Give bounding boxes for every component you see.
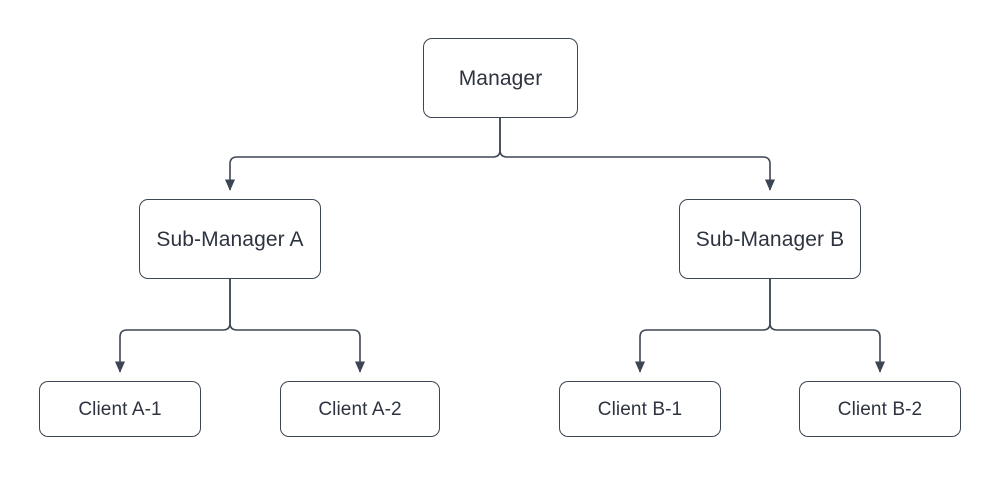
node-sub-manager-a-label: Sub-Manager A bbox=[156, 227, 304, 251]
node-client-a1[interactable]: Client A-1 bbox=[39, 381, 201, 437]
edge-sub-a-to-client-a2 bbox=[229, 279, 366, 373]
node-client-b1-label: Client B-1 bbox=[597, 398, 683, 420]
node-sub-manager-a[interactable]: Sub-Manager A bbox=[139, 199, 321, 279]
edge-manager-to-sub-b bbox=[499, 118, 776, 191]
node-sub-manager-b[interactable]: Sub-Manager B bbox=[679, 199, 861, 279]
node-client-a2-label: Client A-2 bbox=[318, 398, 402, 420]
node-manager[interactable]: Manager bbox=[423, 38, 578, 118]
edge-sub-a-to-client-a1 bbox=[114, 279, 231, 373]
node-sub-manager-b-label: Sub-Manager B bbox=[695, 227, 845, 251]
node-client-b1[interactable]: Client B-1 bbox=[559, 381, 721, 437]
edge-manager-to-sub-a bbox=[224, 118, 501, 191]
edge-sub-b-to-client-b2 bbox=[769, 279, 886, 373]
node-manager-label: Manager bbox=[458, 66, 543, 90]
node-client-a1-label: Client A-1 bbox=[78, 398, 162, 420]
node-client-b2-label: Client B-2 bbox=[837, 398, 923, 420]
node-client-a2[interactable]: Client A-2 bbox=[280, 381, 440, 437]
node-client-b2[interactable]: Client B-2 bbox=[799, 381, 961, 437]
edge-sub-b-to-client-b1 bbox=[634, 279, 771, 373]
